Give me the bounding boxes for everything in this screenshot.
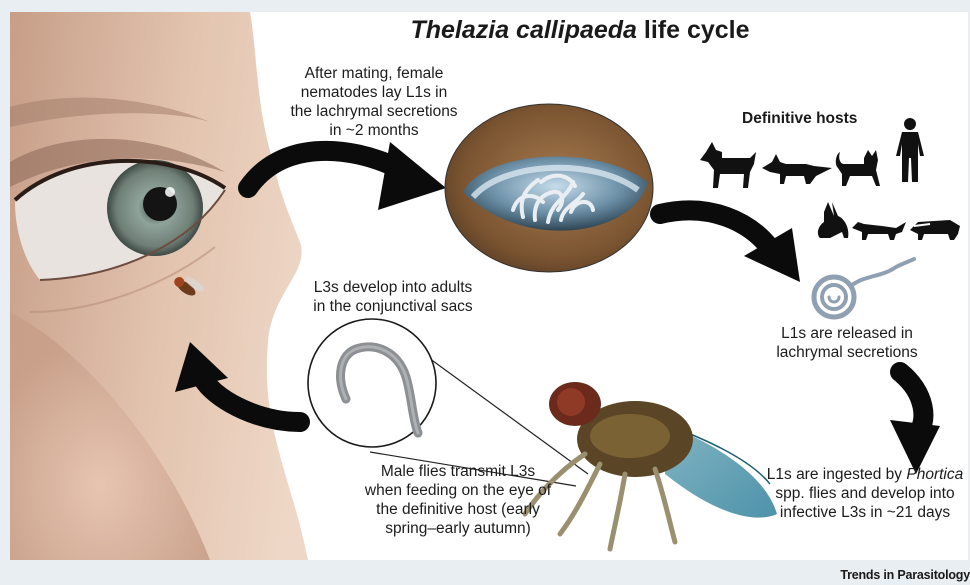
ingested-line-1-text: L1s are ingested by: [767, 466, 907, 483]
ingested-genus: Phortica: [906, 466, 963, 483]
develop-line-1: L3s develop into adults: [300, 278, 486, 297]
cat-icon: [836, 150, 880, 186]
transmit-line-1: Male flies transmit L3s: [360, 462, 556, 481]
transmit-line-2: when feeding on the eye of: [360, 481, 556, 500]
figure-panel: Thelazia callipaeda life cycle: [10, 12, 968, 560]
ingested-line-1: L1s are ingested by Phortica: [762, 465, 968, 484]
mating-line-4: in ~2 months: [288, 121, 460, 140]
mating-line-1: After mating, female: [288, 64, 460, 83]
mating-label: After mating, female nematodes lay L1s i…: [288, 64, 460, 140]
human-icon: [896, 118, 924, 182]
journal-credit: Trends in Parasitology: [840, 568, 970, 582]
ingested-line-2: spp. flies and develop into: [762, 484, 968, 503]
develop-line-2: in the conjunctival sacs: [300, 297, 486, 316]
transmit-label: Male flies transmit L3s when feeding on …: [360, 462, 556, 538]
ingested-line-3: infective L3s in ~21 days: [762, 503, 968, 522]
marten-icon: [852, 222, 906, 240]
released-line-2: lachrymal secretions: [762, 343, 932, 362]
develop-label: L3s develop into adults in the conjuncti…: [300, 278, 486, 316]
rabbit-icon: [818, 202, 848, 238]
transmit-line-4: spring–early autumn): [360, 519, 556, 538]
released-label: L1s are released in lachrymal secretions: [762, 324, 932, 362]
released-line-1: L1s are released in: [762, 324, 932, 343]
badger-icon: [910, 220, 960, 240]
transmit-line-3: the definitive host (early: [360, 500, 556, 519]
mating-line-3: the lachrymal secretions: [288, 102, 460, 121]
dog-icon: [700, 142, 756, 188]
fox-icon: [762, 154, 832, 184]
definitive-hosts-title: Definitive hosts: [742, 110, 857, 128]
mating-line-2: nematodes lay L1s in: [288, 83, 460, 102]
ingested-label: L1s are ingested by Phortica spp. flies …: [762, 465, 968, 522]
